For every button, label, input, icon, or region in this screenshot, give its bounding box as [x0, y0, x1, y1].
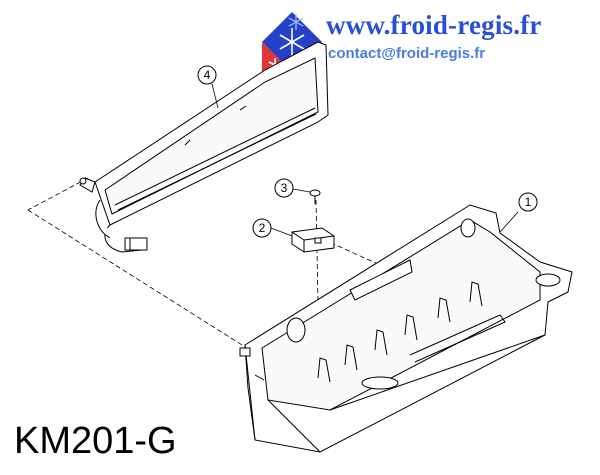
- website-link[interactable]: www.froid-regis.fr: [326, 10, 542, 40]
- callout-1: 1: [499, 192, 538, 233]
- callout-4: 4: [197, 65, 219, 109]
- contact-email-link[interactable]: contact@froid-regis.fr: [328, 45, 486, 62]
- callout-3-label: 3: [281, 181, 288, 195]
- callout-3: 3: [274, 178, 311, 198]
- callout-2-label: 2: [259, 221, 266, 235]
- callout-4-label: 4: [204, 68, 211, 82]
- callout-2: 2: [252, 218, 293, 238]
- callout-1-label: 1: [525, 195, 532, 209]
- part-4-rail: [79, 41, 329, 253]
- part-2-switch: [291, 227, 335, 253]
- part-3-screw: [309, 189, 321, 204]
- model-code-label: KM201-G: [14, 420, 177, 462]
- part-1-tray: [239, 204, 573, 453]
